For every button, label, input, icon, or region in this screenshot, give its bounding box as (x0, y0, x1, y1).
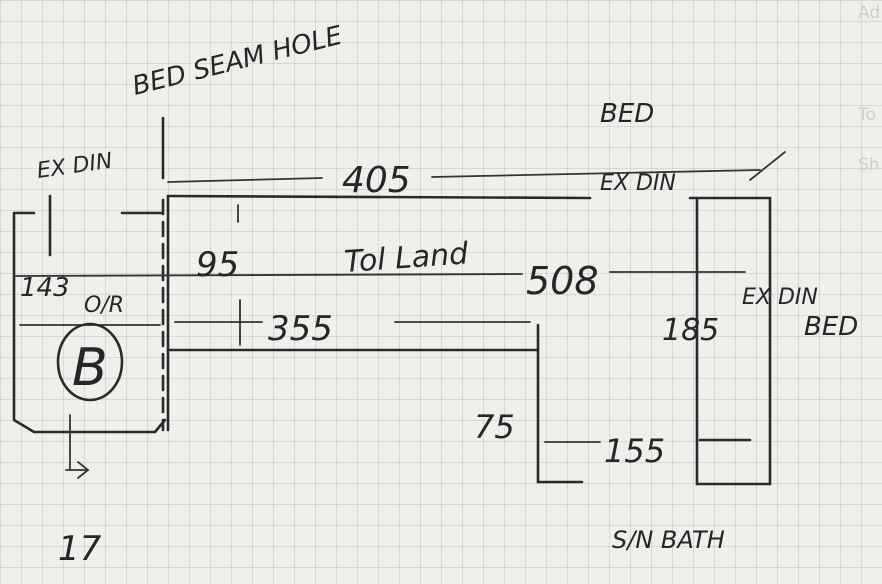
label-o-r: O/R (84, 293, 124, 318)
dimension-lines (13, 151, 786, 479)
ghost-text-to: To (857, 105, 876, 125)
dim-right-height: 185 (662, 313, 719, 348)
label-sheet-number: 17 (58, 529, 102, 569)
right-room-outline (688, 196, 772, 486)
dim-bottom-run: 155 (604, 432, 665, 470)
label-bed-right-top: BED (600, 99, 654, 129)
label-ex-din-right-top: EX DIN (600, 171, 676, 196)
circle-letter: B (72, 338, 108, 398)
dim-step-upper: 95 (196, 245, 239, 285)
dim-top-width: 405 (342, 160, 411, 201)
ghost-text-ad: Ad (858, 3, 880, 23)
dim-mid-run: 355 (268, 309, 333, 349)
label-sn-bath: S/N BATH (612, 526, 725, 554)
main-room-outline (166, 194, 592, 484)
label-ex-din-left: EX DIN (35, 149, 114, 184)
circle-marker (56, 322, 124, 402)
label-bed-right-mid: BED (804, 312, 858, 342)
left-room-outline (12, 194, 167, 434)
dim-lower-step: 75 (474, 408, 515, 446)
dim-overall: 508 (526, 259, 599, 303)
ghost-text-sh: Sh (858, 155, 880, 175)
label-tool-land: Tol Land (343, 236, 470, 280)
dim-left-height: 143 (20, 273, 70, 303)
label-bed-seam-hole: BED SEAM HOLE (129, 21, 345, 102)
label-ex-din-right-mid: EX DIN (742, 285, 818, 310)
